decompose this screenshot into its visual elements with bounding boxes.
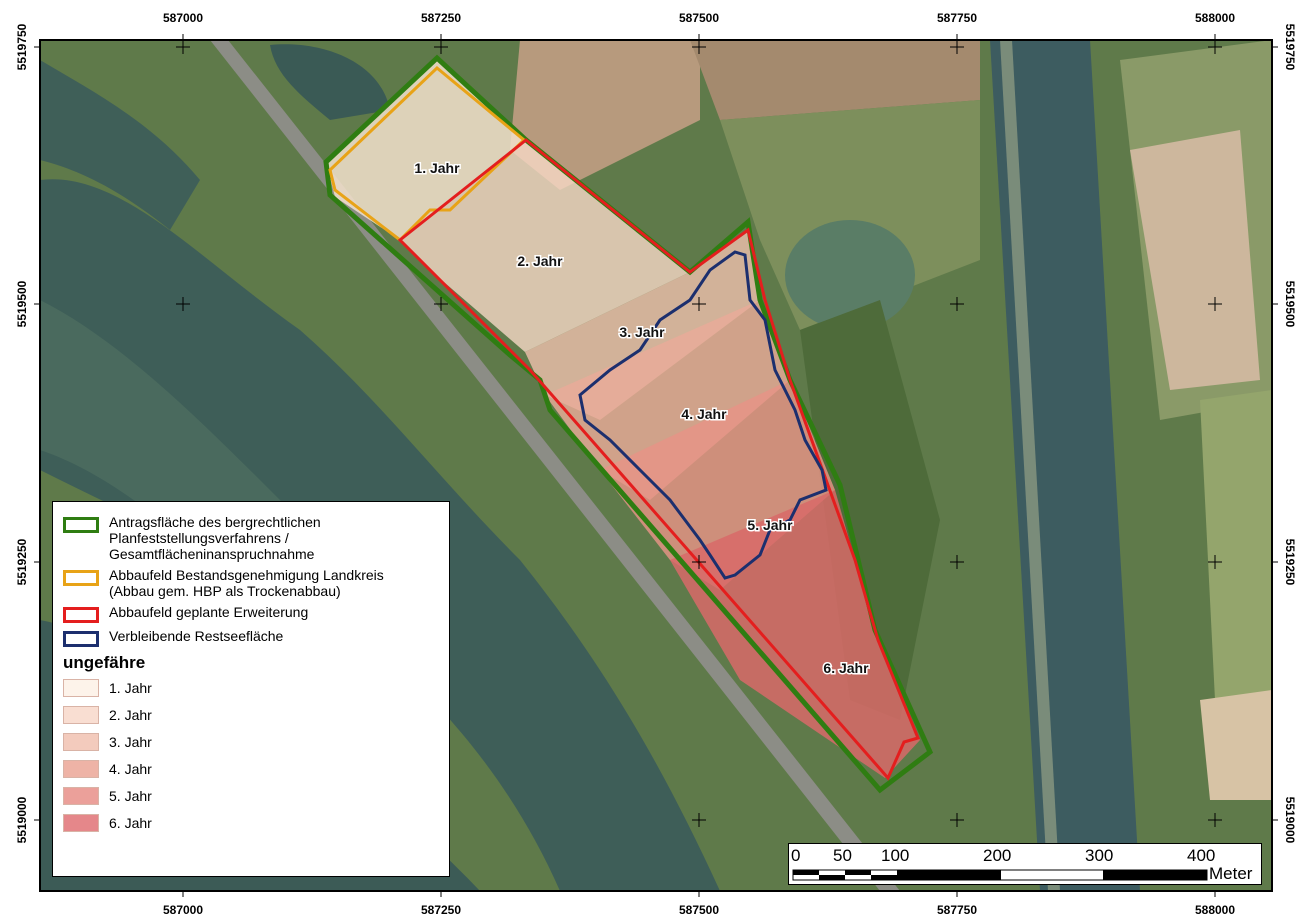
legend-year-1: 1. Jahr	[53, 679, 449, 697]
legend-year-2: 2. Jahr	[53, 706, 449, 724]
bottom-x-label: 587500	[679, 903, 719, 917]
top-x-label: 588000	[1195, 11, 1235, 25]
top-coordinates: 587000 587250 587500 587750 588000	[163, 11, 1235, 25]
left-coordinates: 5519750 5519500 5519250 5519000	[15, 23, 29, 843]
legend-year-swatch	[63, 733, 99, 751]
planned-extension-outline	[397, 138, 921, 781]
scale-bar-graphic	[792, 869, 1208, 881]
bottom-x-label: 587750	[937, 903, 977, 917]
top-x-label: 587000	[163, 11, 203, 25]
scale-label-200: 200	[983, 846, 1012, 865]
legend-year-4: 4. Jahr	[53, 760, 449, 778]
year-3-field	[525, 232, 760, 420]
scale-label-0: 0	[791, 846, 801, 865]
legend-year-label: 6. Jahr	[109, 815, 152, 831]
scale-label-400: 400	[1187, 846, 1216, 865]
legend-label: Antragsfläche des bergrechtlichen Planfe…	[109, 514, 321, 562]
legend-year-swatch	[63, 706, 99, 724]
scale-label-300: 300	[1085, 846, 1114, 865]
field-label-2: 2. Jahr	[517, 253, 563, 269]
right-y-label: 5519000	[1283, 797, 1297, 844]
right-y-label: 5519250	[1283, 539, 1297, 586]
field-label-6: 6. Jahr	[823, 660, 869, 676]
legend-swatch-remaining-lake	[63, 631, 99, 647]
legend-year-label: 1. Jahr	[109, 680, 152, 696]
scale-bar: 0 50 100 200 300 400 Meter	[788, 843, 1262, 885]
left-y-label: 5519750	[15, 23, 29, 70]
field-label-5: 5. Jahr	[747, 517, 793, 533]
bottom-x-label: 588000	[1195, 903, 1235, 917]
legend-year-label: 5. Jahr	[109, 788, 152, 804]
map-legend: Antragsfläche des bergrechtlichen Planfe…	[52, 501, 450, 877]
legend-label: Abbaufeld geplante Erweiterung	[109, 604, 309, 620]
remaining-lake-outline	[578, 250, 828, 580]
year-4-field	[545, 300, 790, 500]
legend-item-application-area: Antragsfläche des bergrechtlichen Planfe…	[53, 514, 449, 562]
year-2-field	[400, 140, 690, 352]
top-x-label: 587250	[421, 11, 461, 25]
legend-year-swatch	[63, 760, 99, 778]
legend-swatch-planned-extension	[63, 607, 99, 623]
right-y-label: 5519750	[1283, 24, 1297, 71]
right-y-label: 5519500	[1283, 281, 1297, 328]
legend-year-5: 5. Jahr	[53, 787, 449, 805]
frame-ticks	[34, 34, 1278, 897]
scale-unit: Meter	[1209, 864, 1253, 883]
field-label-1: 1. Jahr	[414, 160, 460, 176]
year-6-field	[670, 490, 920, 778]
legend-year-label: 3. Jahr	[109, 734, 152, 750]
legend-year-swatch	[63, 787, 99, 805]
bottom-coordinates: 587000 587250 587500 587750 588000	[163, 903, 1235, 917]
bottom-x-label: 587250	[421, 903, 461, 917]
legend-year-label: 4. Jahr	[109, 761, 152, 777]
legend-year-swatch	[63, 679, 99, 697]
map-frame	[39, 39, 1273, 892]
year-1-field	[326, 58, 526, 240]
legend-label: Abbaufeld Bestandsgenehmigung Landkreis …	[109, 567, 384, 599]
left-y-label: 5519500	[15, 280, 29, 327]
legend-swatch-existing-permit	[63, 570, 99, 586]
extraction-year-fields	[326, 58, 920, 778]
grid-crosses	[176, 40, 1222, 827]
field-label-4: 4. Jahr	[681, 406, 727, 422]
right-coordinates: 5519750 5519500 5519250 5519000	[1283, 24, 1297, 844]
legend-item-planned-extension: Abbaufeld geplante Erweiterung	[53, 604, 449, 623]
legend-swatch-application-area	[63, 517, 99, 533]
bottom-x-label: 587000	[163, 903, 203, 917]
left-y-label: 5519250	[15, 538, 29, 585]
top-x-label: 587500	[679, 11, 719, 25]
scale-label-50: 50	[833, 846, 852, 865]
left-y-label: 5519000	[15, 796, 29, 843]
legend-item-existing-permit: Abbaufeld Bestandsgenehmigung Landkreis …	[53, 567, 449, 599]
legend-heading: ungefähre	[63, 653, 146, 672]
legend-year-3: 3. Jahr	[53, 733, 449, 751]
legend-label: Verbleibende Restseefläche	[109, 628, 284, 644]
legend-year-swatch	[63, 814, 99, 832]
legend-year-label: 2. Jahr	[109, 707, 152, 723]
field-label-3: 3. Jahr	[619, 324, 665, 340]
top-x-label: 587750	[937, 11, 977, 25]
scale-label-100: 100	[881, 846, 910, 865]
legend-item-remaining-lake: Verbleibende Restseefläche	[53, 628, 449, 647]
legend-year-6: 6. Jahr	[53, 814, 449, 832]
